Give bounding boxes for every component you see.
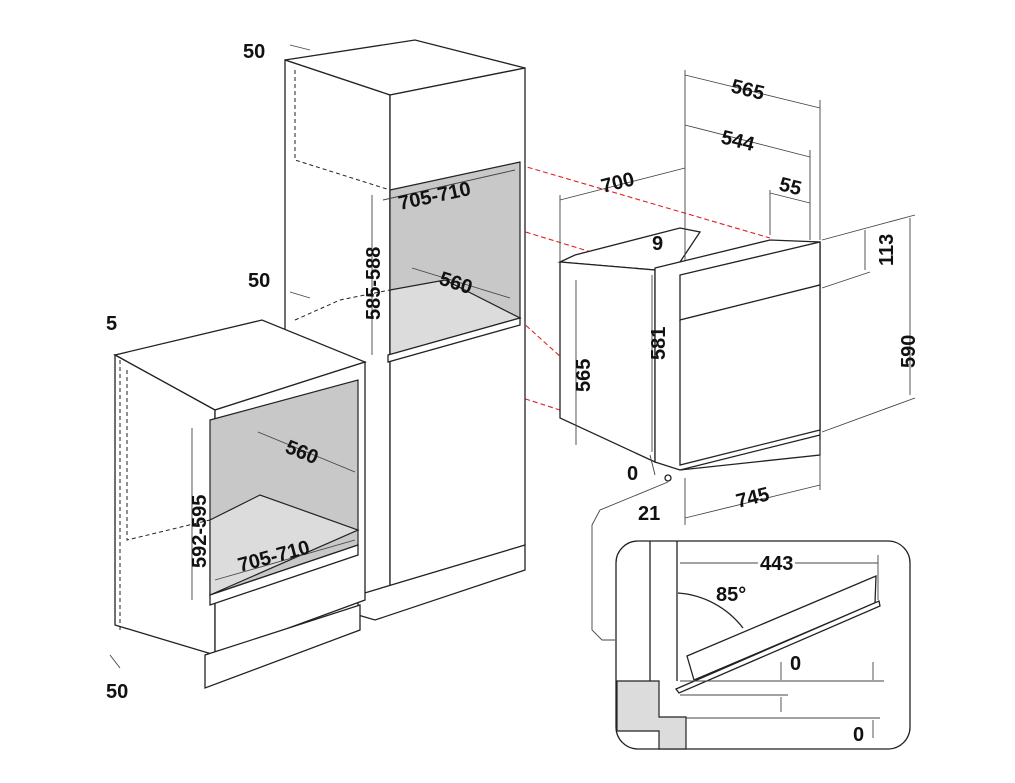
door-detail-inset	[615, 540, 911, 750]
door-clearance-top-label: 0	[790, 653, 801, 675]
oven-total-height-label: 590	[898, 335, 920, 368]
oven-top-offset-label: 9	[652, 233, 663, 255]
base-niche-height-label: 592-595	[189, 495, 211, 568]
oven-body-depth-label: 544	[719, 127, 758, 157]
oven-width-label: 745	[734, 483, 772, 512]
base-top-gap-label: 5	[106, 313, 117, 335]
oven-bottom-offset-label: 0	[627, 463, 638, 485]
tall-niche-height-label: 585-588	[363, 247, 385, 320]
tall-top-gap-label: 50	[243, 41, 265, 63]
oven-total-depth-label: 565	[729, 76, 767, 105]
oven-panel-height-label: 113	[876, 234, 898, 266]
oven-cabinet-depth-label: 700	[599, 168, 637, 197]
door-clearance-bottom-label: 0	[853, 724, 864, 746]
oven-front-depth-label: 55	[777, 174, 804, 201]
oven-side-height-label: 565	[573, 359, 595, 392]
oven-door-offset-label: 21	[638, 503, 660, 525]
base-cabinet	[109, 319, 367, 689]
door-open-depth-label: 443	[760, 553, 793, 575]
oven-body-height-label: 581	[648, 327, 670, 360]
oven	[557, 227, 821, 482]
base-bottom-gap-label: 50	[106, 681, 128, 703]
door-angle-label: 85°	[716, 584, 746, 606]
tall-side-gap-label: 50	[248, 270, 270, 292]
dimension-lines	[191, 70, 916, 641]
